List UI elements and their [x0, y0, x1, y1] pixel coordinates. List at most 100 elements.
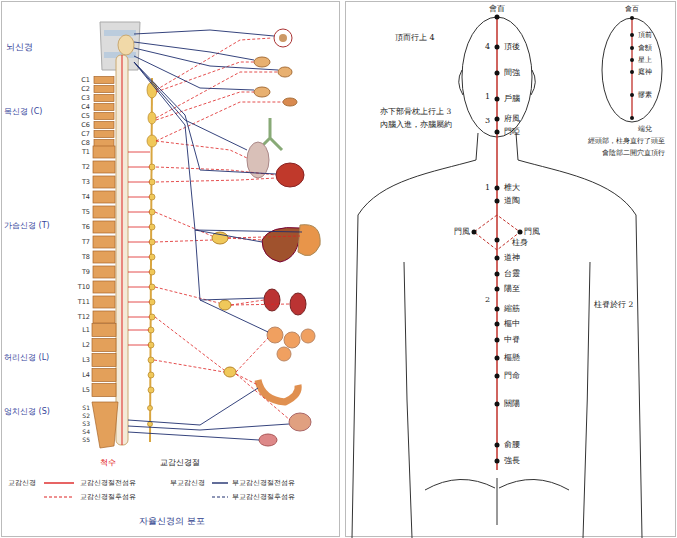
callout-number: 3	[485, 117, 490, 125]
vertebra-label: C2	[81, 86, 90, 93]
acupoint-name: 道神	[504, 254, 520, 262]
acupoint-name: 樞懸	[504, 354, 520, 362]
vertebra-label: T9	[82, 269, 90, 276]
note: 會陰部二開穴直頂行	[602, 150, 665, 157]
acupoint-name: 柱身	[512, 239, 528, 247]
acupoint-name: 椎大	[504, 184, 520, 192]
acupoint-name: 門風	[524, 228, 540, 236]
vertebra-label: C7	[81, 131, 90, 138]
acupoint-name: 樞中	[504, 320, 520, 328]
callout-number: 2	[485, 296, 490, 304]
vertebra-label: S2	[82, 413, 90, 419]
vertebra-label: S1	[82, 405, 90, 411]
note: 亦下部骨枕上行上 3	[380, 108, 451, 116]
legend-sample	[212, 497, 228, 498]
legend-group: 교감신경	[8, 480, 36, 487]
acupoint-name: 俞腰	[504, 441, 520, 449]
legend-text: 교감신경절전섬유	[80, 480, 136, 487]
rami	[128, 152, 150, 345]
region-label: 가슴신경 (T)	[4, 222, 50, 230]
vertebra-label: S5	[82, 437, 90, 443]
legend-text: 교감신경절후섬유	[80, 494, 136, 501]
part-label: 교감신경절	[160, 459, 200, 467]
acupoint-name: 強長	[504, 457, 520, 465]
acupoint-name: 門啞	[504, 128, 520, 136]
vertebra-label: T2	[82, 164, 90, 171]
acupoint-name: 會百	[489, 5, 505, 13]
note: 柱脊於行 2	[594, 301, 633, 309]
vertebra-label: T12	[78, 314, 90, 321]
sympathetic-fibers	[154, 38, 300, 420]
acupoint-name: 端兌	[638, 126, 652, 133]
vertebra-label: C8	[81, 140, 90, 147]
callout-number: 4	[485, 43, 490, 51]
legend-sample	[44, 482, 74, 483]
vertebra-label: S3	[82, 421, 90, 427]
note: 頂而行上 4	[395, 34, 435, 42]
callout-number: 1	[485, 184, 490, 192]
legend-group: 부교감신경	[170, 480, 205, 487]
acupoint-name: 會百	[625, 6, 639, 13]
legend-sample	[44, 497, 74, 498]
note: 經頭部，柱身直行了頭至	[588, 138, 665, 145]
vertebra-label: T5	[82, 209, 90, 216]
acupoint-name: 戶腦	[504, 95, 520, 103]
acupoint-name: 縮筋	[504, 305, 520, 313]
vertebra-label: C5	[81, 113, 90, 120]
acupoint-name: 星上	[638, 57, 652, 64]
acupoint-name: 頂後	[504, 43, 520, 51]
acupoint-name: 頂前	[638, 32, 652, 39]
vertebra-label: T7	[82, 239, 90, 246]
note: 內腦入進，亦腦屬約	[380, 121, 452, 129]
vertebra-label: C3	[81, 95, 90, 102]
vertebra-label: L2	[82, 342, 90, 349]
acupoint-name: 台靈	[504, 270, 520, 278]
vertebra-label: T10	[78, 284, 90, 291]
acupoint-name: 會顖	[638, 45, 652, 52]
vertebra-label: T11	[78, 299, 90, 306]
acupoint-name: 間強	[504, 69, 520, 77]
inset-head	[602, 16, 662, 122]
acupoint-name: 陽至	[504, 285, 520, 293]
region-label: 목신경 (C)	[4, 108, 42, 116]
legend-sample	[212, 482, 228, 483]
acupoint-name: 門命	[504, 372, 520, 380]
region-label: 허리신경 (L)	[4, 354, 49, 362]
panel-frame	[346, 2, 676, 537]
panel-frame	[2, 2, 340, 537]
vertebra-label: L3	[82, 357, 90, 364]
vertebra-label: T8	[82, 254, 90, 261]
vertebra-label: L1	[82, 327, 90, 334]
acupoint-name: 道陶	[504, 197, 520, 205]
callout-number: 1	[485, 93, 490, 101]
vertebra-label: C6	[81, 122, 90, 129]
spinal-cord	[116, 55, 128, 445]
region-label: 뇌신경	[6, 43, 33, 52]
region-label: 엉치신경 (S)	[4, 408, 50, 416]
legend-text: 부교감신경절전섬유	[232, 480, 295, 487]
caption: 자율신경의 분포	[139, 517, 205, 526]
acupoint-name: 中脊	[504, 336, 520, 344]
parasympathetic-fibers	[128, 30, 302, 440]
vertebra-label: L5	[82, 387, 90, 394]
chain-ganglia	[147, 82, 157, 427]
legend-text: 부교감신경절후섬유	[232, 494, 295, 501]
vertebra-label: T6	[82, 224, 90, 231]
acupoint-name: 髎素	[638, 92, 652, 99]
organs	[247, 29, 320, 446]
acupoint-name: 關陽	[504, 400, 520, 408]
vertebrae	[92, 77, 118, 449]
vertebra-label: T3	[82, 179, 90, 186]
vertebra-label: T4	[82, 194, 90, 201]
acupoint-name: 門風	[454, 228, 470, 236]
vertebra-label: S4	[82, 429, 90, 435]
body-outline	[352, 17, 642, 538]
vertebra-label: C1	[81, 77, 90, 84]
part-label: 척수	[100, 459, 116, 467]
spinal-cord-line	[122, 55, 123, 445]
acupoint-name: 府風	[504, 115, 520, 123]
vertebra-label: T1	[82, 149, 90, 156]
acupoint-name: 庭神	[638, 69, 652, 76]
